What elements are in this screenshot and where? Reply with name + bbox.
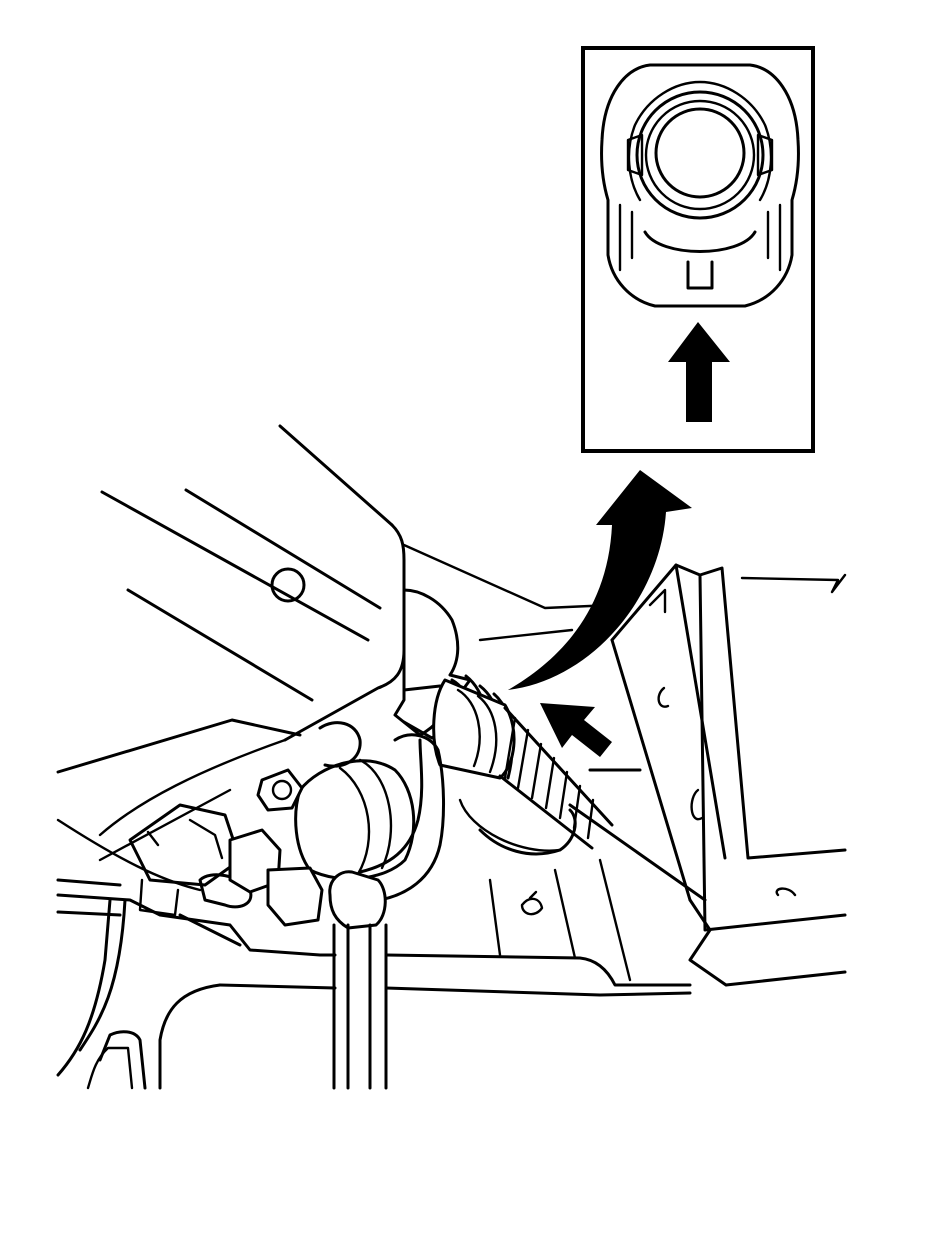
- frame-rail-diagonal: [56, 818, 202, 892]
- bracket-inner-edge: [610, 563, 727, 902]
- module-front-face: [283, 523, 406, 742]
- bracket-flange: [648, 573, 847, 614]
- module-top-edge: [278, 424, 394, 527]
- module-bottom-edge: [56, 718, 302, 774]
- solenoid-body: [294, 759, 416, 881]
- bracket-slot-2: [690, 788, 704, 821]
- frame-rail-middle: [56, 878, 242, 947]
- tube-loop-2: [458, 798, 562, 852]
- module-lower-face: [98, 738, 287, 862]
- frame-rib-3: [598, 858, 632, 982]
- module-top-line-1: [100, 490, 370, 642]
- wire-sleeve: [498, 706, 614, 850]
- module-top-line-3: [126, 588, 314, 702]
- connector-detail-inset: [581, 46, 815, 453]
- solenoid-cap: [318, 721, 362, 768]
- inset-latch-tab: [643, 230, 757, 290]
- solenoid-ring: [338, 758, 393, 876]
- frame-rib-1: [488, 878, 502, 957]
- inset-clip-left: [626, 133, 644, 177]
- arrow-up-icon: [668, 322, 730, 422]
- bolt-center: [271, 779, 293, 801]
- module-top-line-2: [184, 488, 382, 610]
- lower-frame: [56, 818, 692, 1090]
- frame-bracket: [402, 543, 847, 987]
- hose-outer: [358, 733, 445, 902]
- bracket-outline: [610, 563, 847, 932]
- lower-panel: [158, 983, 222, 1090]
- curved-arrow-icon: [508, 470, 692, 690]
- left-fitting: [128, 803, 242, 887]
- pipe-fitting-2: [266, 866, 324, 927]
- arrow-upper-left-icon: [540, 703, 612, 757]
- inset-connector-housing: [600, 63, 800, 308]
- control-module: [56, 424, 406, 862]
- module-mount-hole: [270, 567, 306, 603]
- inset-ring-middle: [644, 99, 756, 211]
- inset-ring-outer: [635, 90, 765, 220]
- lower-assembly: [128, 721, 577, 1090]
- frame-top-line: [402, 543, 614, 642]
- clamp-hook: [520, 890, 544, 916]
- bracket-lower: [688, 898, 847, 987]
- bolt-head: [256, 768, 304, 812]
- left-bracket-inner: [86, 1046, 134, 1090]
- frame-diagonal-rail: [568, 768, 707, 902]
- left-bracket: [56, 898, 147, 1090]
- inset-ring-inner: [654, 107, 746, 199]
- harness-connector: [393, 588, 614, 850]
- inset-clip-right: [756, 133, 774, 177]
- bracket-slot-1: [657, 686, 670, 708]
- connector-boot-ring: [456, 688, 498, 774]
- frame-rib-2: [553, 868, 577, 960]
- inset-housing-inner: [627, 80, 773, 202]
- inset-latch: [618, 203, 782, 272]
- frame-rail-top: [56, 893, 692, 987]
- frame-rail-lower: [218, 983, 692, 997]
- wire-sleeve-corrugation: [503, 716, 595, 840]
- bracket-bolt-hole: [775, 887, 797, 897]
- hose-coupling: [328, 870, 387, 930]
